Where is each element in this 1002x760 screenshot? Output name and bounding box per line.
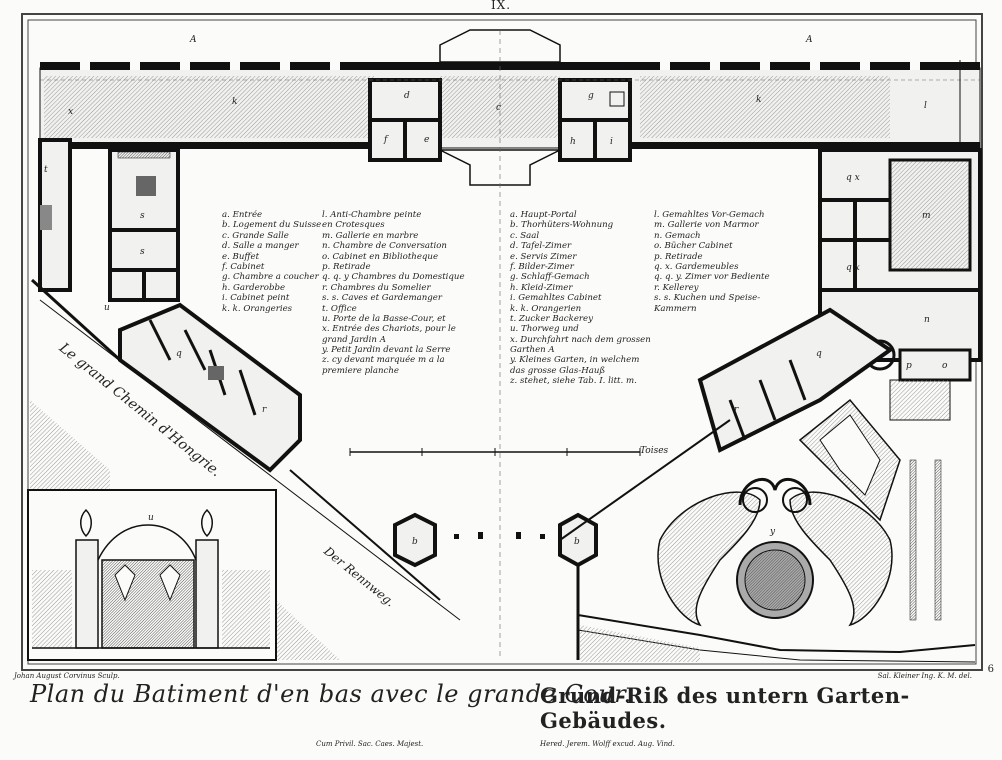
privilege-right: Hered. Jerem. Wolff excud. Aug. Vind. xyxy=(540,740,675,748)
svg-text:k: k xyxy=(232,97,237,107)
svg-text:r: r xyxy=(262,405,267,415)
svg-text:x: x xyxy=(68,107,73,117)
svg-text:A: A xyxy=(805,35,813,45)
engraver-credit-left: Johan August Corvinus Sculp. xyxy=(14,672,120,680)
svg-text:q: q xyxy=(176,349,182,359)
svg-text:t: t xyxy=(44,165,48,175)
gate-pavilion-east xyxy=(558,512,598,568)
privilege-left: Cum Privil. Sac. Caes. Majest. xyxy=(316,740,424,748)
svg-text:p: p xyxy=(906,361,912,371)
page-mark: 6 xyxy=(987,664,994,675)
svg-text:q x: q x xyxy=(846,173,860,183)
svg-text:s: s xyxy=(140,211,145,221)
parterre-garden xyxy=(657,398,942,627)
svg-text:s: s xyxy=(140,247,145,257)
svg-text:n: n xyxy=(924,315,930,325)
svg-text:f: f xyxy=(383,135,389,145)
svg-text:A: A xyxy=(189,35,197,45)
svg-text:h: h xyxy=(570,137,576,147)
gate-pavilion-west xyxy=(393,512,437,568)
gate-elevation-inset xyxy=(27,489,277,661)
svg-text:i: i xyxy=(610,137,613,147)
svg-text:g: g xyxy=(588,91,594,101)
svg-text:u: u xyxy=(148,513,154,523)
plate-number: IX. xyxy=(490,0,512,12)
svg-text:r: r xyxy=(734,405,739,415)
north-wing xyxy=(39,29,981,660)
svg-text:d: d xyxy=(404,91,410,101)
svg-text:k: k xyxy=(756,95,761,105)
caption-french: Plan du Batiment d'en bas avec le grande… xyxy=(30,680,632,708)
svg-text:c: c xyxy=(496,103,501,113)
scale-bar xyxy=(349,448,641,456)
west-wing xyxy=(30,138,461,621)
svg-text:b: b xyxy=(412,537,418,547)
scale-label: Toises xyxy=(640,446,669,456)
svg-text:e: e xyxy=(424,135,429,145)
caption-german: Grund-Riß des untern Garten-Gebäudes. xyxy=(540,683,910,733)
svg-text:o: o xyxy=(942,361,948,371)
svg-text:q x: q x xyxy=(846,263,860,273)
svg-text:y: y xyxy=(769,527,776,537)
svg-text:l: l xyxy=(924,101,927,111)
engraver-credit-right: Sal. Kleiner Ing. K. M. del. xyxy=(877,672,972,680)
room-labels: A A k k x l d g c f e h i m n o p q x q … xyxy=(44,35,948,547)
svg-text:m: m xyxy=(922,211,931,221)
east-wing xyxy=(697,60,982,453)
svg-text:q: q xyxy=(816,349,822,359)
svg-text:u: u xyxy=(104,303,110,313)
svg-text:b: b xyxy=(574,537,580,547)
